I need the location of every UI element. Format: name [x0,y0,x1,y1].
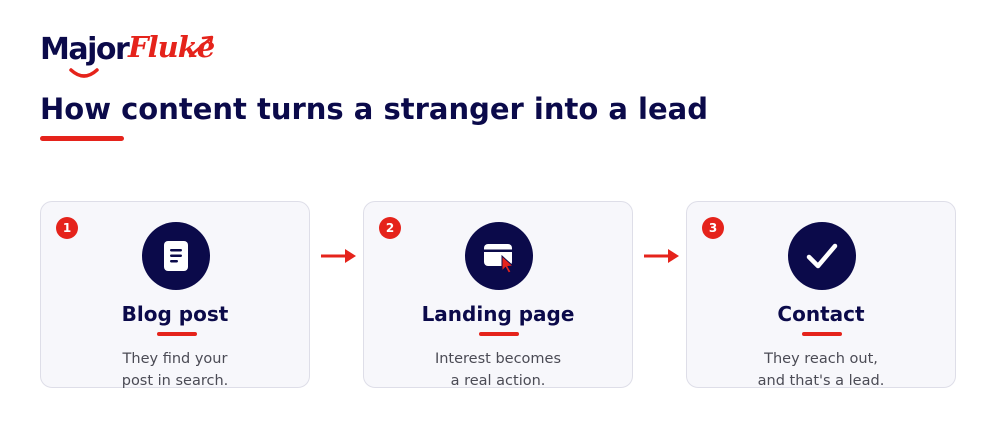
step-number-badge: 3 [702,217,724,239]
logo-text-major: Major [40,32,130,67]
step-card-landing-page: 2 Landing page Interest becomes a real a… [363,201,633,389]
step-description-line: post in search. [121,373,229,389]
brand-logo: Major Fluke [40,30,220,86]
icon-circle [142,222,210,290]
icon-circle [465,222,533,290]
step-description-line: They find your [122,351,228,367]
step-title: Landing page [421,302,575,326]
step-card-blog-post: 1 Blog post They find your post in searc… [40,201,310,389]
title-underline [40,136,124,141]
step-description: They find your post in search. [51,348,299,392]
step-card-contact: 3 Contact They reach out, and that's a l… [686,201,956,389]
browser-cursor-icon [484,244,515,274]
arrow-right-icon [644,249,679,263]
step-description-line: Interest becomes [434,351,562,367]
step-title-underline [157,332,197,336]
document-icon [164,241,188,271]
page-title: How content turns a stranger into a lead [40,92,708,126]
step-number-badge: 1 [56,217,78,239]
step-title: Blog post [121,302,229,326]
step-title: Contact [777,302,865,326]
step-number-badge: 2 [379,217,401,239]
step-description-line: They reach out, [764,351,878,367]
icon-circle [788,222,856,290]
step-description: They reach out, and that's a lead. [697,348,945,392]
logo-smile-arrow-icon [69,35,214,78]
step-description: Interest becomes a real action. [374,348,622,392]
step-title-underline [479,332,519,336]
step-description-line: and that's a lead. [757,373,885,389]
step-description-line: a real action. [450,373,546,389]
step-title-underline [802,332,842,336]
checkmark-icon [806,243,838,269]
arrow-right-icon [321,249,356,263]
